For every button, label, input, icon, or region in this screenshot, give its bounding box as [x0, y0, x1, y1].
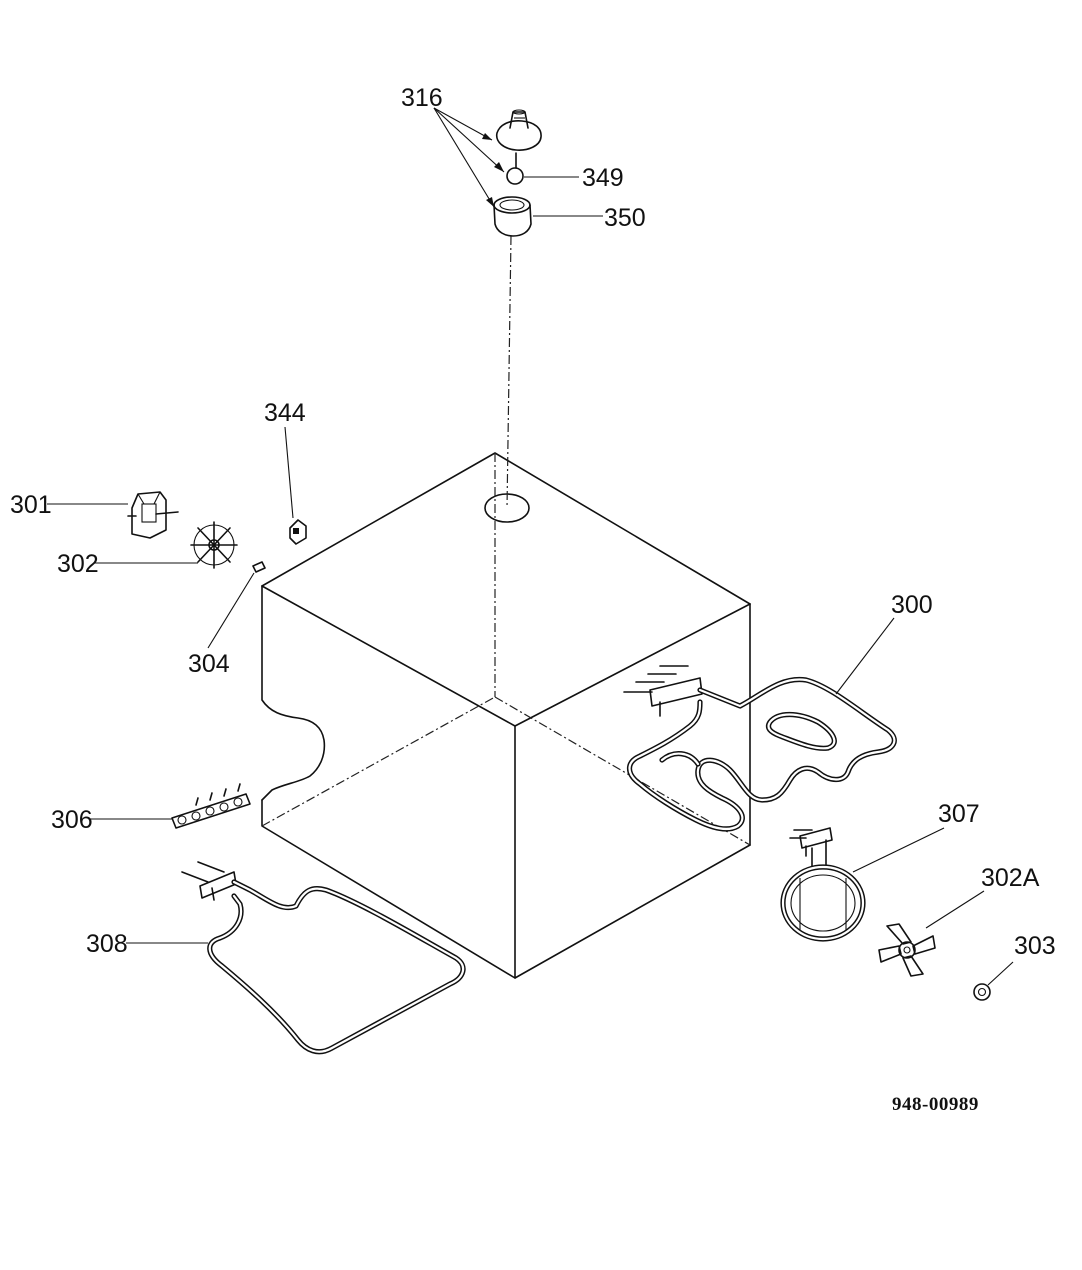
- leader-303: [987, 961, 1014, 986]
- document-code: 948-00989: [892, 1094, 979, 1115]
- bezel-ring-part: [493, 196, 532, 237]
- terminal-block-part: [171, 783, 251, 829]
- label-302: 302: [57, 550, 99, 578]
- leader-300: [835, 617, 895, 695]
- label-349: 349: [582, 164, 624, 192]
- label-304: 304: [188, 650, 230, 678]
- oven-cavity-box: [261, 235, 751, 979]
- grill-element-part: [623, 665, 897, 832]
- knob-leader-lines: [433, 107, 603, 217]
- label-308: 308: [86, 930, 128, 958]
- label-303: 303: [1014, 932, 1056, 960]
- label-350: 350: [604, 204, 646, 232]
- fan-motor-part: [127, 491, 179, 539]
- pin-part: [252, 561, 266, 573]
- label-302A: 302A: [981, 864, 1040, 892]
- label-306: 306: [51, 806, 93, 834]
- label-300: 300: [891, 591, 933, 619]
- knob-part: [495, 109, 542, 151]
- bulb-part: [506, 152, 524, 185]
- label-301: 301: [10, 491, 52, 519]
- fan-blade-part: [190, 521, 238, 569]
- nut-part: [973, 983, 991, 1001]
- bottom-element-part: [181, 861, 466, 1055]
- label-307: 307: [938, 800, 980, 828]
- fan-blade-302A-part: [878, 923, 936, 977]
- leader-304: [207, 572, 255, 649]
- clip-part: [289, 519, 307, 545]
- leader-344: [284, 426, 294, 519]
- label-344: 344: [264, 399, 306, 427]
- grill-element-terminals: [623, 665, 703, 717]
- ring-element-part: [780, 827, 866, 942]
- leader-302A: [925, 890, 985, 929]
- leader-307: [852, 827, 945, 873]
- label-316: 316: [401, 84, 443, 112]
